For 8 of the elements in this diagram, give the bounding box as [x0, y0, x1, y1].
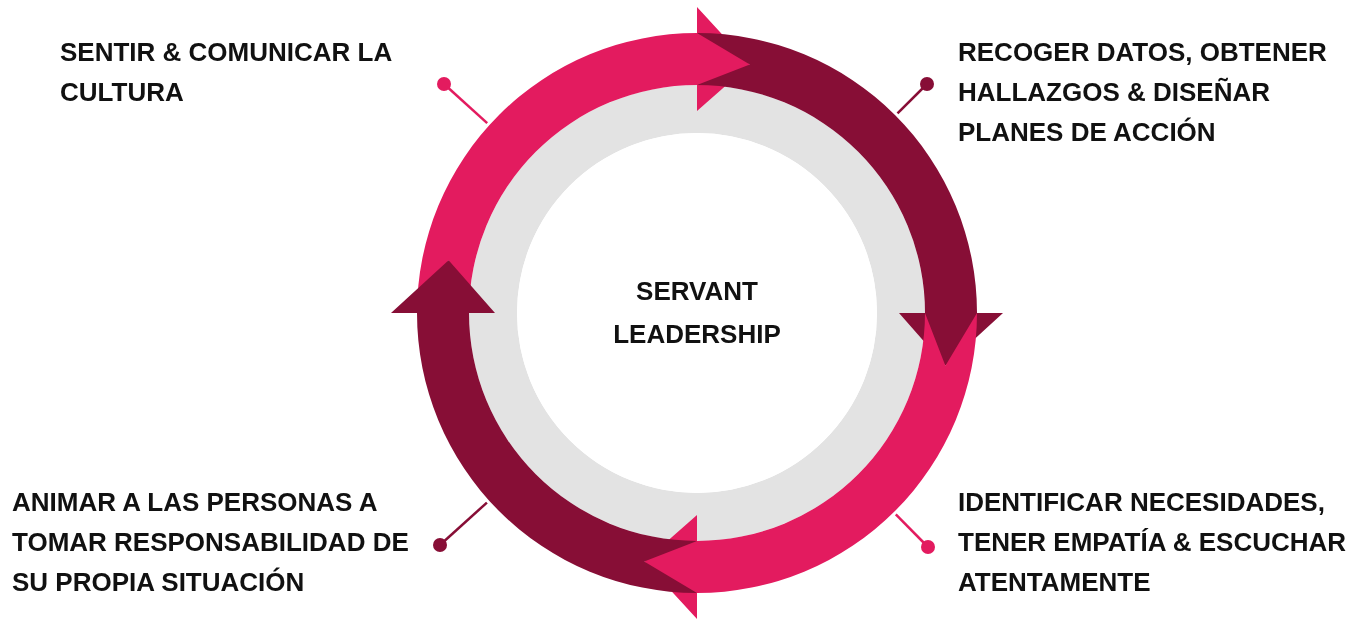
leader-line: [433, 501, 488, 552]
leader-line: [437, 77, 489, 125]
step-label: ANIMAR A LAS PERSONAS A TOMAR RESPONSABILIDAD DE SU PROPIA SITUACIÓN: [12, 482, 440, 602]
leader-line: [894, 513, 935, 554]
step-label: IDENTIFICAR NECESIDADES, TENER EMPATÍA & ESCUCHAR ATENTAMENTE: [928, 482, 1368, 602]
step-label: SENTIR & COMUNICAR LA CULTURA: [60, 32, 444, 112]
step-label: RECOGER DATOS, OBTENER HALLAZGOS & DISEÑAR PLANES DE ACCIÓN: [927, 32, 1364, 152]
leader-line: [896, 77, 934, 115]
